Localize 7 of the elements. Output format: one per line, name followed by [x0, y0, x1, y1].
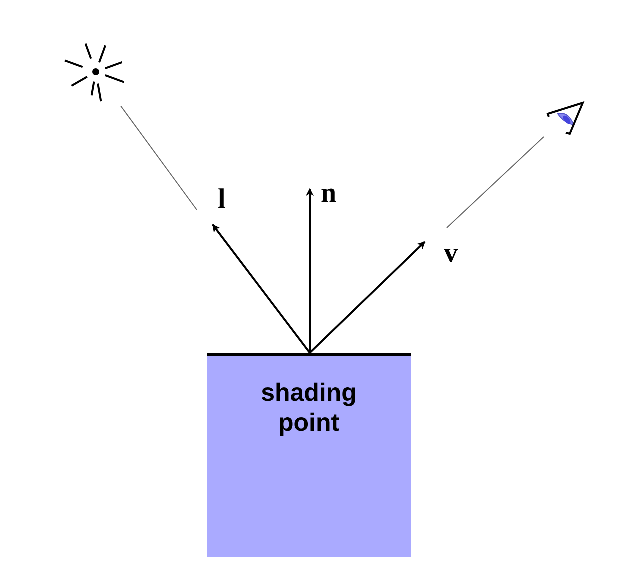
- surface-box: [207, 353, 411, 557]
- line: [446, 136, 544, 228]
- vector-arrow: [309, 241, 426, 354]
- vector-arrow: [212, 224, 311, 354]
- line: [120, 106, 198, 210]
- box-label: shading point: [260, 378, 358, 438]
- vector-arrow: [306, 188, 314, 353]
